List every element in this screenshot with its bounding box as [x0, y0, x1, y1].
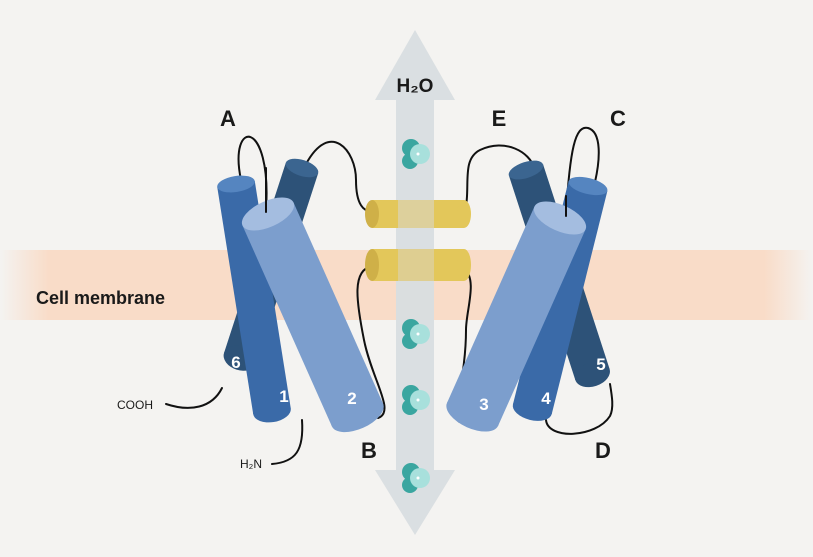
- loop-label-a: A: [220, 106, 236, 131]
- helix-5-label: 5: [596, 355, 605, 374]
- helix-6-label: 6: [231, 353, 240, 372]
- helix-2-label: 2: [347, 389, 356, 408]
- loop-b: [356, 265, 386, 419]
- helix-4: [512, 176, 608, 421]
- helix-2: [241, 197, 384, 433]
- c-terminus-label: COOH: [117, 398, 153, 412]
- water-flow-arrow: [375, 30, 455, 535]
- helix-3: [446, 201, 587, 432]
- helix-3-label: 3: [479, 395, 488, 414]
- loop-e: [463, 144, 535, 215]
- n-terminus-label: H₂N: [240, 457, 262, 471]
- loop-label-c: C: [610, 106, 626, 131]
- water-molecule: [402, 139, 430, 169]
- loop-label-d: D: [595, 438, 611, 463]
- membrane-label: Cell membrane: [36, 288, 165, 308]
- loop-d: [545, 383, 614, 435]
- water-molecule: [402, 385, 430, 415]
- helix-4-label: 4: [541, 389, 551, 408]
- n-terminus-tail: [271, 419, 304, 465]
- half-helix-upper: [365, 200, 471, 228]
- loop-connectors: [165, 126, 614, 465]
- loop-label-e: E: [492, 106, 507, 131]
- half-helix-lower: [365, 249, 471, 281]
- loop-overlays: [265, 167, 567, 217]
- loop-c: [565, 126, 600, 215]
- loop-label-b: B: [361, 438, 377, 463]
- water-label: H₂O: [397, 76, 434, 97]
- c-terminus-tail: [165, 387, 223, 409]
- loop-e-left: [305, 140, 373, 213]
- water-molecules: [402, 139, 430, 493]
- loop-labels: A E C B D: [220, 106, 626, 463]
- helix-1: [217, 175, 291, 423]
- helix-numbers: 6 1 2 3 4 5: [231, 353, 605, 414]
- water-molecule: [402, 463, 430, 493]
- helix-1-label: 1: [279, 387, 288, 406]
- water-molecule: [402, 319, 430, 349]
